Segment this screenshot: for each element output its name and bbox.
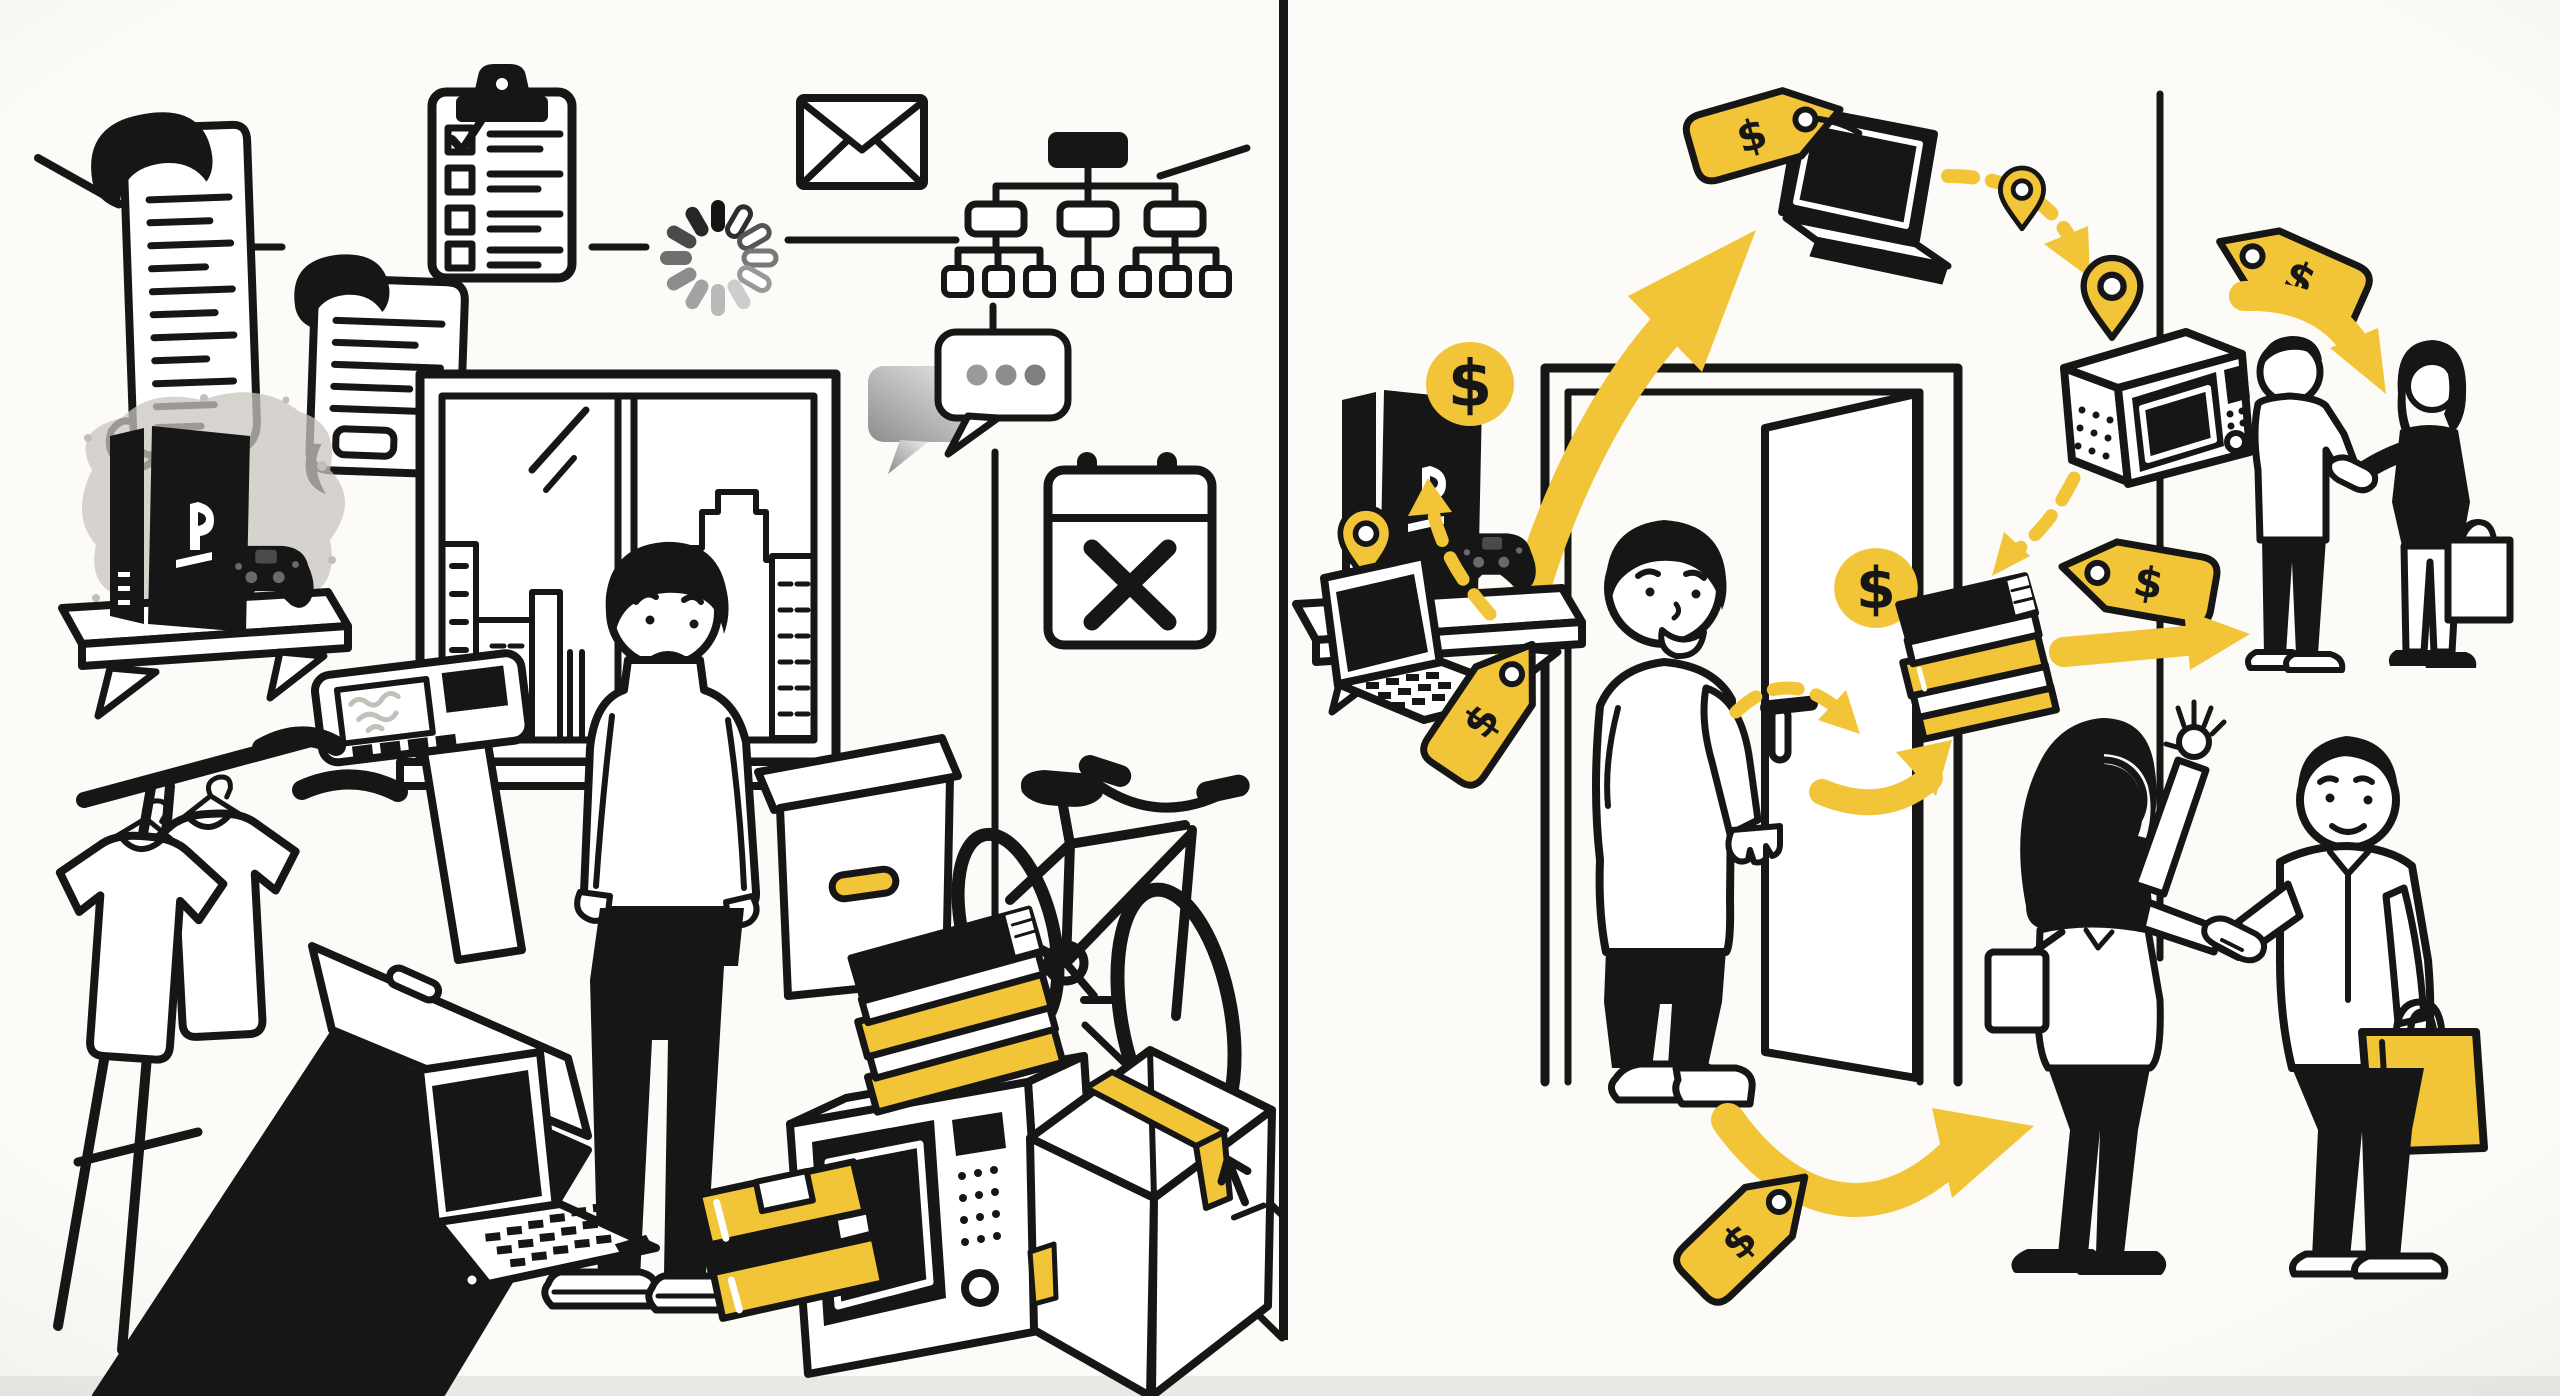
game-console-listing: $ <box>1296 342 1582 712</box>
microwave-display <box>952 1112 1006 1156</box>
waving-hand <box>2163 699 2227 760</box>
bottom-man-pants <box>2292 1068 2424 1258</box>
price-tag: $ <box>1418 625 1560 791</box>
sad-owner-pants <box>590 908 744 1278</box>
sad-owner <box>541 541 764 1314</box>
arrow-laptop-to-shelf <box>1425 499 1497 621</box>
right-scene-selling-flow: $ $ <box>1296 74 2514 1309</box>
laptop-listing-top: $ <box>1683 74 1952 285</box>
microwave-vents <box>2074 406 2114 460</box>
game-console-on-shelf <box>62 392 348 716</box>
price-label: $ <box>1448 348 1493 422</box>
chat-bubbles-icon <box>868 328 1072 474</box>
treadmill-handle <box>252 726 346 758</box>
check-row-1 <box>444 117 564 156</box>
bottom-woman-blouse <box>2034 920 2164 1072</box>
dollar-coin: $ <box>1426 342 1514 426</box>
panel-divider <box>1279 0 1288 1340</box>
happy-seller <box>1592 520 1783 1108</box>
arrow-microwave-to-top-buyers <box>2229 280 2386 394</box>
floor-shadow-strip <box>0 1376 2560 1396</box>
handshake-pair-bottom <box>1984 699 2488 1280</box>
check-row-3 <box>444 204 564 236</box>
bike-grip <box>1078 755 1132 787</box>
left-scene-cluttered-room <box>34 64 1286 1396</box>
arrow-books-to-buyers <box>2049 610 2250 670</box>
dollar-coin: $ <box>1834 548 1918 628</box>
calendar-cancelled-icon <box>1043 452 1217 650</box>
org-chart-icon <box>941 132 1232 298</box>
microwave-listing: $ <box>2060 211 2374 488</box>
door-handle <box>1760 695 1818 716</box>
happy-seller-pants <box>1604 950 1726 1068</box>
arrow-to-bottom-buyers <box>1711 1103 2034 1217</box>
price-label: $ <box>1856 556 1896 622</box>
treadmill-console <box>310 649 533 767</box>
arrow-up-to-books <box>1809 740 1952 816</box>
laptop-cable <box>358 1227 474 1297</box>
calendar-x-mark <box>1083 539 1177 631</box>
box-tape-side <box>1027 1241 1059 1307</box>
bike-grip <box>1196 774 1250 804</box>
shoulder-bag <box>1984 948 2050 1034</box>
box-handle <box>828 865 900 903</box>
laptop-keys <box>485 1202 654 1268</box>
receipt-stamp <box>332 425 398 460</box>
this-side-up-arrow <box>1217 1155 1267 1221</box>
moving-box <box>1026 1046 1276 1396</box>
checklist-clipboard-icon <box>427 64 577 283</box>
book-label <box>752 1168 816 1215</box>
handshake-hands <box>2326 454 2379 494</box>
bottom-woman-hair <box>2020 718 2157 930</box>
receipt-lines <box>329 316 446 416</box>
check-row-4 <box>444 240 564 272</box>
happy-seller-torso <box>1592 658 1736 956</box>
envelope-icon <box>796 94 928 190</box>
handshake-pair-top <box>2245 336 2514 673</box>
books-listing: $ <box>1895 533 2219 743</box>
price-tag: $ <box>2056 533 2219 627</box>
white-shopping-bag <box>2444 519 2514 624</box>
treadmill-handle <box>292 769 408 802</box>
check-row-2 <box>444 164 564 196</box>
price-tag: $ <box>1670 1153 1828 1309</box>
microwave-keypad <box>958 1166 1001 1246</box>
laptop-listing-bottom: $ <box>1320 478 1560 791</box>
open-laptop-on-floor <box>358 1048 660 1297</box>
top-buyer-top <box>2392 425 2470 546</box>
microwave-knob <box>961 1269 999 1307</box>
bottom-man-hair <box>2297 736 2398 796</box>
books-on-microwave <box>847 905 1067 1116</box>
bottom-woman-pants <box>2048 1068 2150 1254</box>
bike-seat <box>1020 770 1104 807</box>
price-tag: $ <box>1683 74 1863 185</box>
arrow-microwave-to-books <box>2007 471 2081 559</box>
book-stack-on-floor <box>694 1158 888 1322</box>
handshake-hands <box>2201 915 2267 964</box>
door-keyplate <box>1768 704 1792 764</box>
laptop-base <box>434 1200 660 1288</box>
box-tape-end <box>1193 1129 1233 1211</box>
typing-bubble <box>934 328 1072 458</box>
loading-spinner-icon <box>660 200 779 316</box>
smile <box>1658 627 1707 660</box>
